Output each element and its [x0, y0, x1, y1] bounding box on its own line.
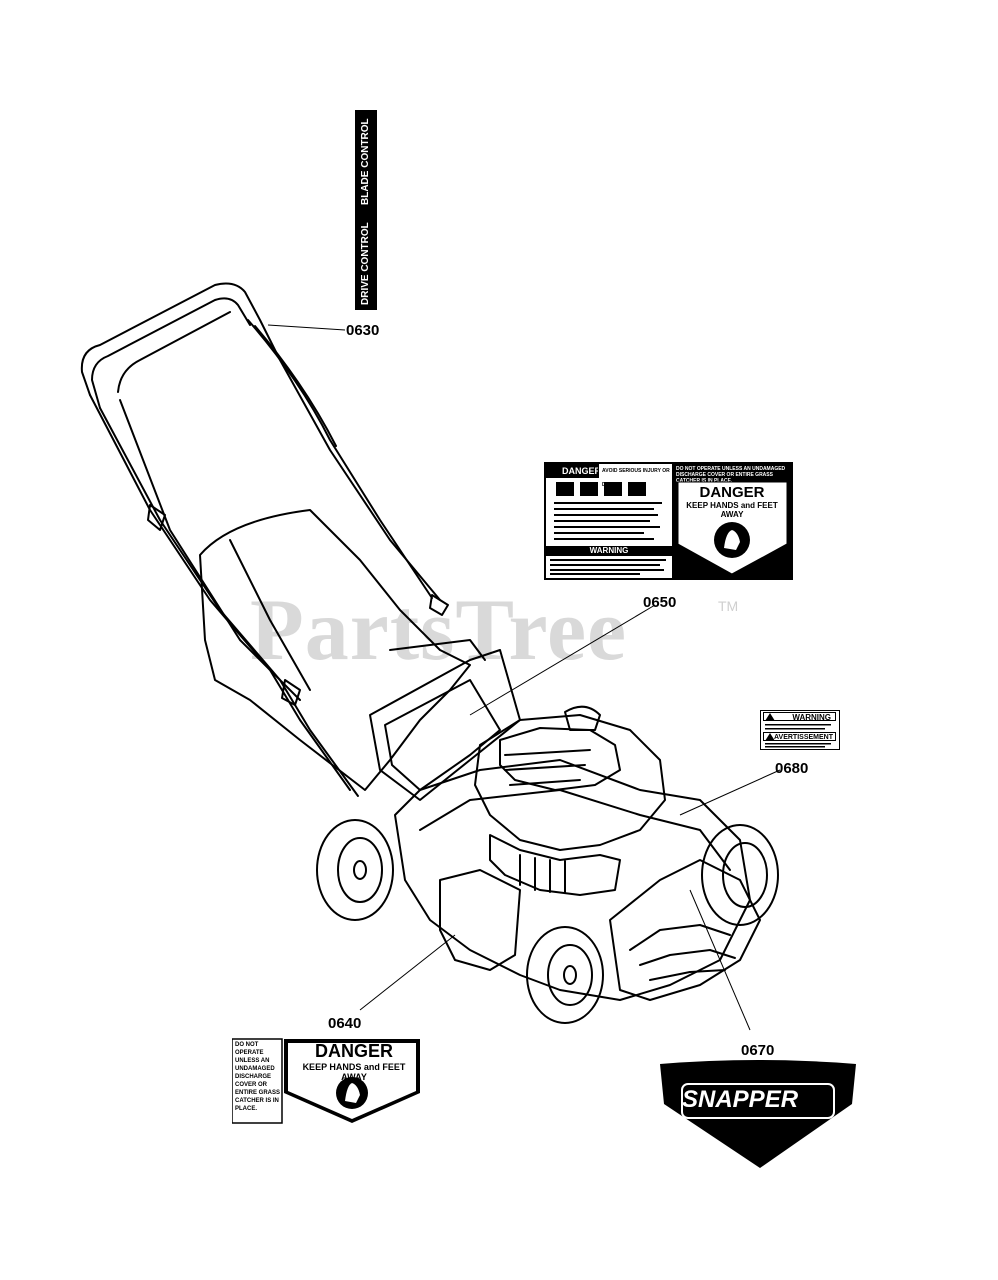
handle-left — [89, 394, 351, 791]
blade-control-label: BLADE CONTROL — [360, 118, 371, 205]
callout-0640: 0640 — [328, 1015, 362, 1032]
drive-control-label: DRIVE CONTROL — [360, 222, 371, 305]
avoid-injury-text: AVOID SERIOUS INJURY OR DEATH — [598, 464, 672, 488]
callout-0680: 0680 — [775, 760, 809, 777]
leader-0650 — [469, 604, 656, 716]
danger-big-word: DANGER — [699, 484, 765, 501]
leader-0630 — [267, 324, 346, 331]
decal-0640-danger-label: DO NOT OPERATE UNLESS AN UNDAMAGED DISCH… — [232, 1037, 422, 1125]
callout-0670: 0670 — [741, 1042, 775, 1059]
side-panel — [439, 869, 521, 971]
handle-upper — [80, 282, 441, 601]
leader-0680 — [679, 769, 781, 816]
warning-triangle-icon-2 — [765, 733, 775, 741]
pictograms — [554, 482, 662, 540]
discharge-cover-text: DO NOT OPERATE UNLESS AN UNDAMAGED DISCH… — [676, 466, 786, 484]
snapper-logo-text: SNAPPER — [682, 1086, 799, 1113]
warning-fine-print — [550, 559, 666, 575]
decal-0630-control-strip: DRIVE CONTROL BLADE CONTROL — [355, 110, 377, 310]
rear-wheel — [316, 819, 394, 921]
danger-word: DANGER — [314, 1041, 393, 1061]
danger-label-shape — [232, 1038, 420, 1124]
side-warning-text: DO NOT OPERATE UNLESS AN UNDAMAGED DISCH… — [235, 1042, 281, 1112]
fine-print-1 — [765, 724, 831, 730]
engine — [474, 714, 666, 851]
leader-0670 — [689, 889, 751, 1031]
danger-pentagon-panel: DO NOT OPERATE UNLESS AN UNDAMAGED DISCH… — [674, 464, 791, 578]
keep-hands-text-small: KEEP HANDS and FEET AWAY — [302, 1062, 406, 1082]
callout-0630: 0630 — [346, 322, 380, 339]
fine-print-2 — [765, 743, 831, 748]
front-wheel-left — [526, 926, 604, 1024]
front-wheel-right — [701, 824, 779, 926]
keep-hands-text: KEEP HANDS and FEET AWAY — [686, 501, 778, 519]
grass-bag — [199, 509, 471, 791]
decal-0680-warning-label: WARNING AVERTISSEMENT — [760, 710, 840, 750]
warning-triangle-icon — [765, 713, 775, 721]
leader-0640 — [359, 934, 456, 1011]
decal-0650-danger-label: DANGER AVOID SERIOUS INJURY OR DEATH WAR… — [544, 462, 793, 580]
avertissement-text: AVERTISSEMENT — [763, 732, 836, 741]
warning-text: WARNING — [763, 712, 836, 722]
callout-0650: 0650 — [643, 594, 677, 611]
pentagon-shape — [677, 481, 788, 575]
trademark-mark: TM — [718, 598, 739, 614]
mower-deck — [394, 759, 751, 1001]
warning-bar: WARNING — [546, 546, 672, 556]
decal-0670-snapper-shield — [660, 1060, 856, 1168]
